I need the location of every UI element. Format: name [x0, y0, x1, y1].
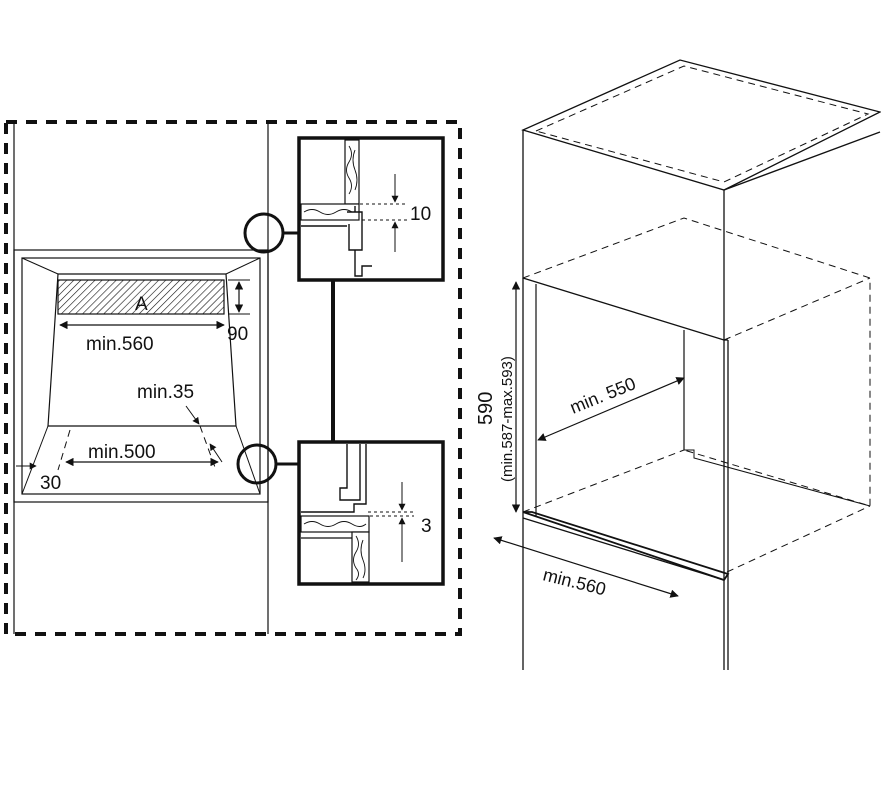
dim-30-label: 30: [40, 473, 61, 494]
oven-profile: [301, 444, 367, 513]
oven-profile: [339, 444, 361, 501]
dim-min560-right-label: min.560: [541, 564, 608, 599]
detail-marker-top: [243, 212, 285, 254]
dim-590-label: 590: [475, 392, 497, 425]
dim-90-label: 90: [227, 324, 248, 345]
perspective-line: [225, 257, 261, 275]
upper-unit-side: [723, 131, 881, 191]
perspective-line: [21, 425, 49, 495]
dim-3-label: 3: [421, 516, 432, 537]
dim-min35-label: min.35: [137, 382, 194, 403]
wood-grain: [346, 145, 358, 195]
dim-min550-line: [537, 377, 685, 441]
detail-top-box: [297, 136, 445, 282]
detail-marker-bottom: [236, 443, 278, 485]
wood-grain: [303, 521, 367, 527]
perspective-line: [21, 257, 59, 275]
dim-min500-label: min.500: [88, 442, 156, 463]
niche-dashed: [726, 505, 871, 573]
dim-min560-right-line: [493, 536, 679, 598]
upper-unit-front: [522, 130, 725, 341]
dim-min35-arrow: [209, 443, 223, 463]
wood-grain: [303, 209, 353, 215]
oven-frame-inner: [21, 257, 261, 495]
niche-dashed: [522, 217, 871, 507]
detail-bottom-box: [297, 440, 445, 586]
dim-min560-label: min.560: [86, 334, 154, 355]
oven-profile: [354, 250, 372, 277]
dim-min35-line: [199, 425, 217, 471]
label-a: A: [135, 294, 148, 315]
dim-min500-dash: [57, 429, 71, 471]
oven-frame-outer: [13, 249, 269, 503]
detail-top: 10: [297, 136, 445, 282]
wood-shelf: [300, 515, 370, 533]
detail-bottom: 3: [297, 440, 445, 586]
dim-10-label: 10: [410, 204, 431, 225]
ventilation-area-a: [57, 279, 225, 315]
upper-unit-top-inner: [534, 65, 870, 183]
dim-min550-label: min. 550: [567, 373, 639, 417]
oven-profile: [347, 211, 363, 251]
cabinet-outline: [4, 120, 462, 636]
dim-590-range: (min.587-max.593): [499, 356, 516, 482]
niche-dashed: [522, 449, 685, 513]
niche-dashed: [723, 277, 871, 341]
cabinet-3d-view: 590 (min.587-max.593) min. 550 min.560: [475, 59, 881, 670]
dim-min35-arrow: [185, 405, 200, 425]
niche-bottom-step: [684, 449, 871, 507]
wood-post: [351, 531, 370, 583]
wood-grain: [353, 535, 366, 581]
front-view: A 90 min.560 min.35 min.500 30: [4, 120, 462, 636]
upper-unit-top: [521, 59, 881, 191]
